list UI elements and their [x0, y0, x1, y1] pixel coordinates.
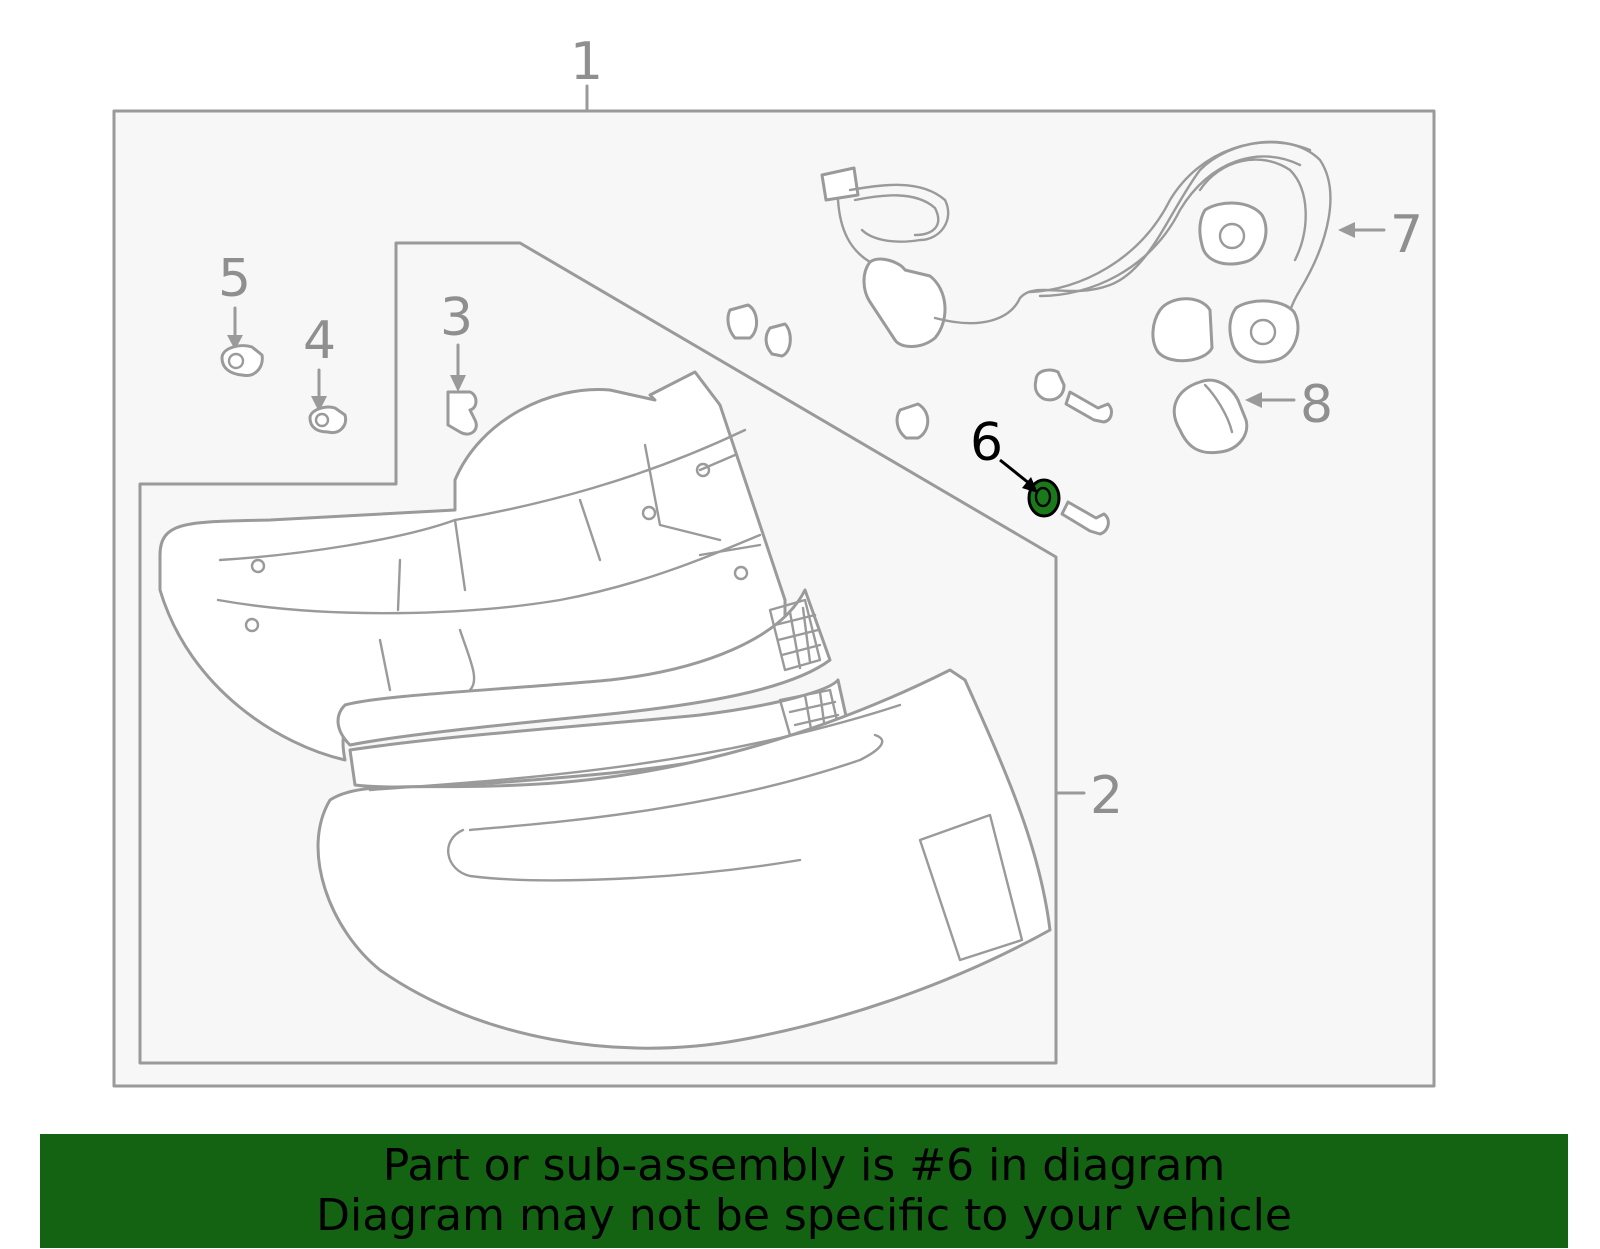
- part-info-banner: Part or sub-assembly is #6 in diagram Di…: [40, 1134, 1568, 1248]
- part-6-nut: 6: [970, 413, 1110, 536]
- callout-3: 3: [440, 288, 473, 348]
- tail-lamp-housing: [158, 370, 787, 762]
- callout-7: 7: [1390, 205, 1423, 265]
- callout-2: 2: [1090, 766, 1123, 826]
- outer-lens: [316, 668, 1052, 1050]
- callout-6: 6: [970, 413, 1003, 473]
- callout-5: 5: [218, 249, 251, 309]
- banner-line-1: Part or sub-assembly is #6 in diagram: [382, 1140, 1226, 1191]
- part-7-wiring-harness: 7: [820, 140, 1423, 364]
- screw-upper: [1033, 368, 1113, 424]
- callout-8: 8: [1300, 375, 1333, 435]
- part-8-bulb: 8: [1172, 375, 1333, 455]
- banner-line-2: Diagram may not be specific to your vehi…: [316, 1190, 1292, 1241]
- callout-4: 4: [303, 311, 336, 371]
- part-5-grommet: 5: [218, 249, 264, 377]
- part-3-clip: 3: [440, 288, 478, 436]
- callout-1: 1: [570, 32, 603, 92]
- mounting-clips: [726, 303, 930, 440]
- part-4-grommet: 4: [303, 311, 348, 435]
